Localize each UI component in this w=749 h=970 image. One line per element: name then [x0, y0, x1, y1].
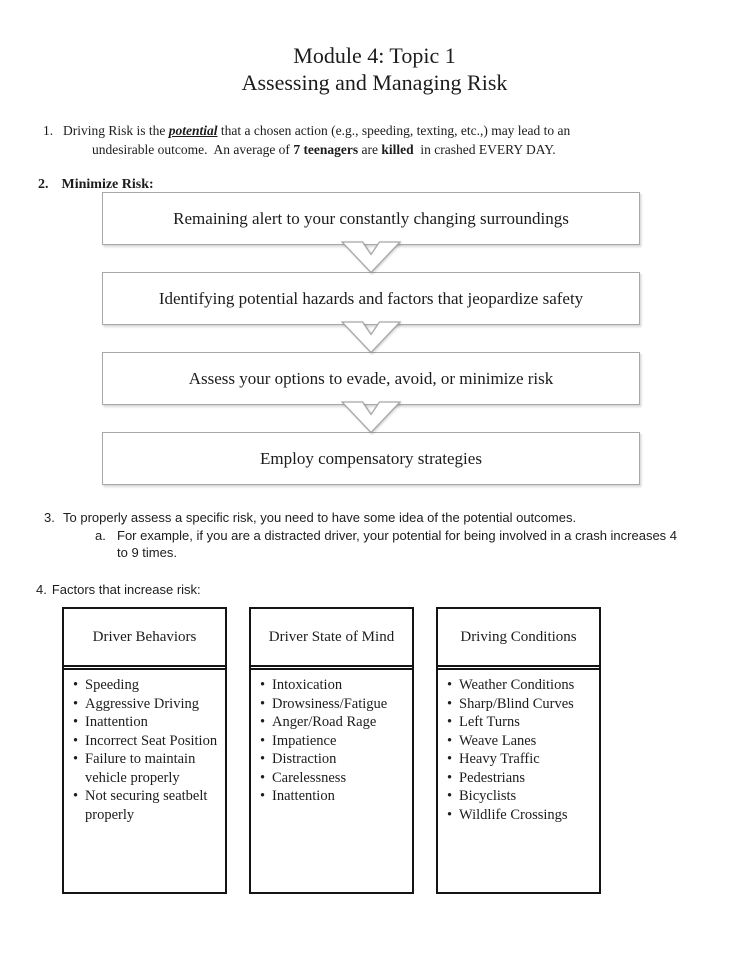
list-item-4: 4. Factors that increase risk:	[36, 582, 201, 597]
factor-box-title: Driver Behaviors	[64, 609, 225, 667]
flowchart-step-label: Employ compensatory strategies	[260, 448, 482, 468]
item-3-main: 3. To properly assess a specific risk, y…	[44, 509, 677, 526]
factor-item: Not securing seatbelt properly	[72, 787, 221, 824]
factor-box: Driving ConditionsWeather ConditionsShar…	[436, 607, 601, 894]
item-3-text: To properly assess a specific risk, you …	[63, 510, 577, 525]
factor-item: Speeding	[72, 676, 221, 695]
text-segment: that a chosen action (e.g., speeding, te…	[217, 123, 571, 138]
item-1-text: Driving Risk is the potential that a cho…	[63, 121, 570, 159]
item-3-sub-letter: a.	[95, 528, 106, 543]
down-arrow-icon	[341, 241, 401, 274]
item-3-sub-text: For example, if you are a distracted dri…	[117, 527, 677, 561]
factor-item: Intoxication	[259, 676, 408, 695]
down-arrow-icon	[341, 321, 401, 354]
text-segment: potential	[168, 123, 218, 138]
flowchart-step-box: Identifying potential hazards and factor…	[102, 272, 640, 325]
factor-item: Pedestrians	[446, 769, 595, 788]
flowchart: Remaining alert to your constantly chang…	[102, 192, 640, 485]
factor-box: Driver BehaviorsSpeedingAggressive Drivi…	[62, 607, 227, 894]
text-segment: in crashed EVERY DAY.	[413, 142, 556, 157]
item-4-label: Factors that increase risk:	[51, 582, 201, 597]
item-3-number: 3.	[44, 510, 55, 525]
item-1-line-1: Driving Risk is the potential that a cho…	[63, 121, 570, 140]
flowchart-step-box: Assess your options to evade, avoid, or …	[102, 352, 640, 405]
item-3-sub-line-2: to 9 times.	[117, 545, 177, 560]
factor-item: Heavy Traffic	[446, 750, 595, 769]
list-item-3: 3. To properly assess a specific risk, y…	[44, 509, 677, 561]
text-segment: are	[358, 142, 382, 157]
down-arrow-icon	[341, 401, 401, 434]
factor-box: Driver State of MindIntoxicationDrowsine…	[249, 607, 414, 894]
factor-item: Distraction	[259, 750, 408, 769]
factor-header-divider	[251, 667, 412, 670]
factor-item: Left Turns	[446, 713, 595, 732]
factor-item: Weather Conditions	[446, 676, 595, 695]
factor-list: Weather ConditionsSharp/Blind CurvesLeft…	[438, 676, 599, 824]
factor-item: Aggressive Driving	[72, 695, 221, 714]
factor-item: Sharp/Blind Curves	[446, 695, 595, 714]
item-4-number: 4.	[36, 582, 47, 597]
factor-list: IntoxicationDrowsiness/FatigueAnger/Road…	[251, 676, 412, 806]
factor-item: Bicyclists	[446, 787, 595, 806]
down-arrow-shape	[341, 241, 401, 274]
factor-item: Incorrect Seat Position	[72, 732, 221, 751]
flowchart-step-box: Remaining alert to your constantly chang…	[102, 192, 640, 245]
factor-item: Failure to maintain vehicle properly	[72, 750, 221, 787]
factor-item: Carelessness	[259, 769, 408, 788]
factor-list: SpeedingAggressive DrivingInattentionInc…	[64, 676, 225, 824]
item-1-line-2: undesirable outcome. An average of 7 tee…	[63, 140, 570, 159]
page-title: Module 4: Topic 1 Assessing and Managing…	[0, 42, 749, 96]
down-arrow-shape	[341, 321, 401, 354]
factor-boxes-row: Driver BehaviorsSpeedingAggressive Drivi…	[62, 607, 601, 894]
factor-item: Anger/Road Rage	[259, 713, 408, 732]
list-item-2: 2. Minimize Risk:	[38, 177, 154, 193]
factor-item: Inattention	[259, 787, 408, 806]
item-3-sub: a. For example, if you are a distracted …	[44, 527, 677, 561]
list-item-1: 1. Driving Risk is the potential that a …	[43, 121, 570, 159]
factor-box-title: Driver State of Mind	[251, 609, 412, 667]
item-2-number: 2.	[38, 177, 49, 192]
item-3-sub-line-1: For example, if you are a distracted dri…	[117, 528, 678, 543]
text-segment: killed	[381, 142, 414, 157]
text-segment: undesirable outcome. An average of	[92, 142, 294, 157]
text-segment: 7 teenagers	[293, 142, 359, 157]
factor-item: Drowsiness/Fatigue	[259, 695, 408, 714]
factor-item: Inattention	[72, 713, 221, 732]
flowchart-step-label: Identifying potential hazards and factor…	[158, 288, 584, 308]
title-line-1: Module 4: Topic 1	[293, 43, 456, 68]
factor-header-divider	[438, 667, 599, 670]
factor-item: Wildlife Crossings	[446, 806, 595, 825]
flowchart-step-label: Remaining alert to your constantly chang…	[173, 208, 569, 228]
title-line-2: Assessing and Managing Risk	[241, 70, 508, 95]
factor-box-title: Driving Conditions	[438, 609, 599, 667]
flowchart-step-box: Employ compensatory strategies	[102, 432, 640, 485]
factor-header-divider	[64, 667, 225, 670]
item-1-number: 1.	[43, 123, 54, 138]
factor-item: Weave Lanes	[446, 732, 595, 751]
item-2-label: Minimize Risk:	[61, 177, 154, 192]
text-segment: Driving Risk is the	[63, 123, 169, 138]
factor-item: Impatience	[259, 732, 408, 751]
down-arrow-shape	[341, 401, 401, 434]
flowchart-step-label: Assess your options to evade, avoid, or …	[188, 368, 554, 388]
